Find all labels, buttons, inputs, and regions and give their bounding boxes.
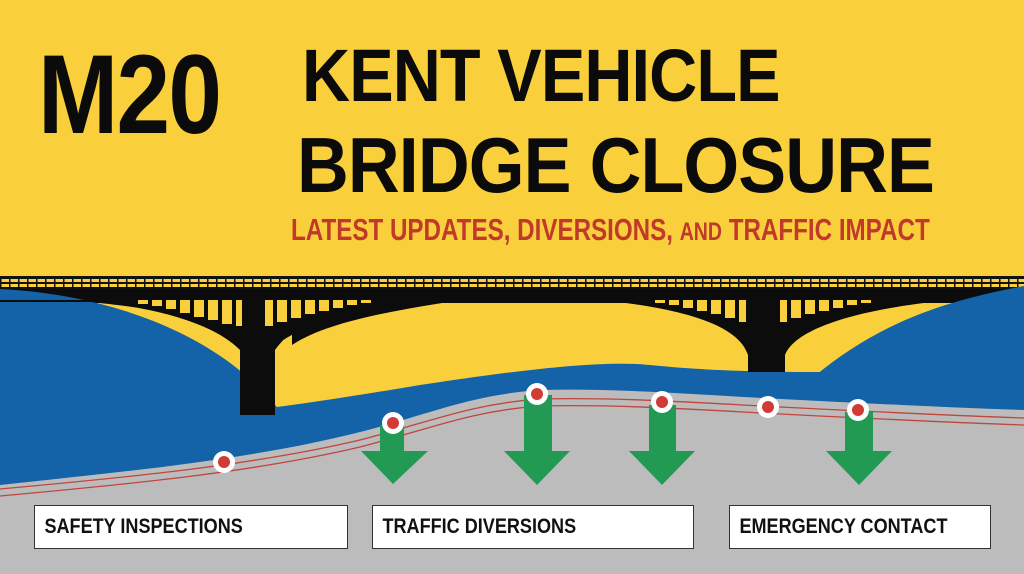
bridge-pier-right: [600, 300, 950, 372]
traffic-diversions-label[interactable]: TRAFFIC DIVERSIONS: [372, 505, 694, 549]
label-text: TRAFFIC DIVERSIONS: [382, 515, 577, 538]
title-line-2: BRIDGE CLOSURE: [297, 121, 935, 209]
safety-inspections-label[interactable]: SAFETY INSPECTIONS: [34, 505, 348, 549]
title-m20: M20: [38, 32, 222, 157]
subtitle-part-a: LATEST UPDATES, DIVERSIONS,: [291, 212, 680, 247]
label-text: SAFETY INSPECTIONS: [44, 515, 243, 538]
subtitle: LATEST UPDATES, DIVERSIONS, AND TRAFFIC …: [291, 212, 930, 248]
label-text: EMERGENCY CONTACT: [739, 515, 948, 538]
emergency-contact-label[interactable]: EMERGENCY CONTACT: [729, 505, 991, 549]
subtitle-and: AND: [679, 218, 722, 246]
location-marker-icons: [213, 383, 869, 473]
bridge-deck-railing: [0, 276, 1024, 303]
title-line-1: KENT VEHICLE: [302, 34, 781, 117]
down-arrow-icons: [361, 395, 892, 485]
subtitle-part-b: TRAFFIC IMPACT: [721, 212, 930, 247]
bridge-truss-slots: [138, 300, 871, 326]
header: M20 KENT VEHICLE BRIDGE CLOSURE LATEST U…: [0, 0, 1024, 270]
